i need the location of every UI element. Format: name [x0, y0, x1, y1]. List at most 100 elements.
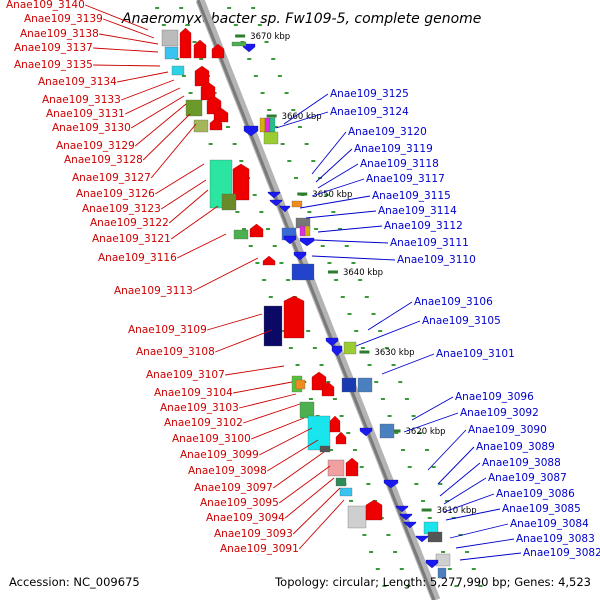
forward-gene-label: Anae109_3127 — [72, 172, 151, 184]
scale-dot — [188, 92, 193, 94]
forward-gene — [345, 457, 359, 477]
gene-block — [427, 531, 443, 543]
scale-dot — [314, 228, 319, 230]
scale-dot — [399, 568, 404, 570]
callout-line — [215, 329, 273, 353]
callout-line — [177, 233, 227, 259]
scale-dot — [273, 126, 278, 128]
gene-block — [161, 29, 179, 47]
reverse-gene-label: Anae109_3110 — [397, 254, 476, 266]
gene-block — [263, 131, 279, 145]
kbp-tick — [359, 350, 370, 354]
scale-dot — [427, 517, 432, 519]
scale-dot — [454, 585, 459, 587]
reverse-gene — [399, 513, 413, 521]
scale-dot — [344, 245, 349, 247]
scale-dot — [239, 160, 244, 162]
forward-gene — [365, 499, 383, 521]
forward-gene-label: Anae109_3137 — [14, 42, 93, 54]
scale-dot — [391, 364, 396, 366]
kbp-label: 3610 kbp — [437, 506, 477, 516]
scale-dot — [287, 160, 292, 162]
callout-line — [93, 64, 161, 67]
scale-dot — [445, 500, 450, 502]
scale-dot — [332, 398, 337, 400]
scale-dot — [359, 466, 364, 468]
scale-dot — [338, 228, 343, 230]
scale-dot — [280, 143, 285, 145]
scale-dot — [304, 143, 309, 145]
reverse-gene — [395, 505, 409, 513]
gene-block — [164, 46, 179, 60]
scale-dot — [248, 245, 253, 247]
reverse-gene-label: Anae109_3092 — [460, 407, 539, 419]
callout-line — [315, 148, 353, 183]
gene-block — [304, 225, 311, 237]
scale-dot — [369, 551, 374, 553]
scale-dot — [319, 364, 324, 366]
callout-line — [311, 178, 365, 197]
forward-gene-label: Anae109_3091 — [220, 543, 299, 555]
scale-dot — [386, 534, 391, 536]
scale-dot — [306, 330, 311, 332]
scale-dot — [233, 24, 238, 26]
scale-dot — [384, 347, 389, 349]
kbp-tick — [297, 192, 308, 196]
scale-dot — [271, 58, 276, 60]
forward-gene-label: Anae109_3134 — [38, 76, 117, 88]
callout-line — [85, 4, 149, 31]
scale-dot — [364, 296, 369, 298]
scale-dot — [264, 41, 269, 43]
gene-block — [339, 487, 353, 497]
callout-line — [455, 538, 515, 549]
forward-gene-label: Anae109_3098 — [188, 465, 267, 477]
forward-gene-label: Anae109_3138 — [20, 28, 99, 40]
scale-dot — [268, 296, 273, 298]
reverse-gene-label: Anae109_3119 — [354, 143, 433, 155]
reverse-gene — [283, 235, 297, 245]
reverse-gene-label: Anae109_3084 — [510, 518, 589, 530]
gene-block — [343, 341, 357, 355]
forward-gene-label: Anae109_3122 — [90, 217, 169, 229]
gene-block — [291, 200, 303, 208]
reverse-gene — [243, 125, 259, 137]
scale-dot — [347, 313, 352, 315]
backbone — [195, 0, 441, 600]
gene-block — [221, 193, 237, 211]
forward-gene-label: Anae109_3128 — [64, 154, 143, 166]
forward-gene-label: Anae109_3094 — [206, 512, 285, 524]
scale-dot — [185, 24, 190, 26]
callout-line — [284, 477, 335, 519]
kbp-label: 3670 kbp — [250, 32, 290, 42]
forward-gene-label: Anae109_3130 — [52, 122, 131, 134]
forward-gene-labels: Anae109_3140Anae109_3139Anae109_3138Anae… — [6, 0, 299, 555]
reverse-gene-label: Anae109_3083 — [516, 533, 595, 545]
scale-dot — [407, 466, 412, 468]
map-title: Anaeromyxobacter sp. Fw109-5, complete g… — [121, 11, 481, 27]
gene-block — [299, 401, 315, 419]
callout-line — [154, 163, 205, 195]
scale-dot — [411, 415, 416, 417]
reverse-gene-label: Anae109_3120 — [348, 126, 427, 138]
callout-line — [168, 189, 209, 224]
scale-dot — [414, 483, 419, 485]
gene-block — [319, 445, 331, 453]
forward-gene-label: Anae109_3139 — [24, 13, 103, 25]
scale-dot — [362, 534, 367, 536]
scale-dot — [327, 262, 332, 264]
forward-gene-label: Anae109_3109 — [128, 324, 207, 336]
forward-gene — [335, 431, 347, 445]
gene-block — [335, 477, 347, 487]
callout-line — [170, 205, 219, 240]
reverse-gene-label: Anae109_3082 — [523, 547, 600, 559]
scale-dot — [253, 75, 258, 77]
callout-line — [459, 552, 522, 561]
callout-line — [258, 427, 313, 456]
reverse-gene-label: Anae109_3086 — [496, 488, 575, 500]
callout-line — [443, 493, 495, 513]
gene-block — [171, 65, 185, 76]
scale-dot — [331, 211, 336, 213]
scale-dot — [161, 24, 166, 26]
